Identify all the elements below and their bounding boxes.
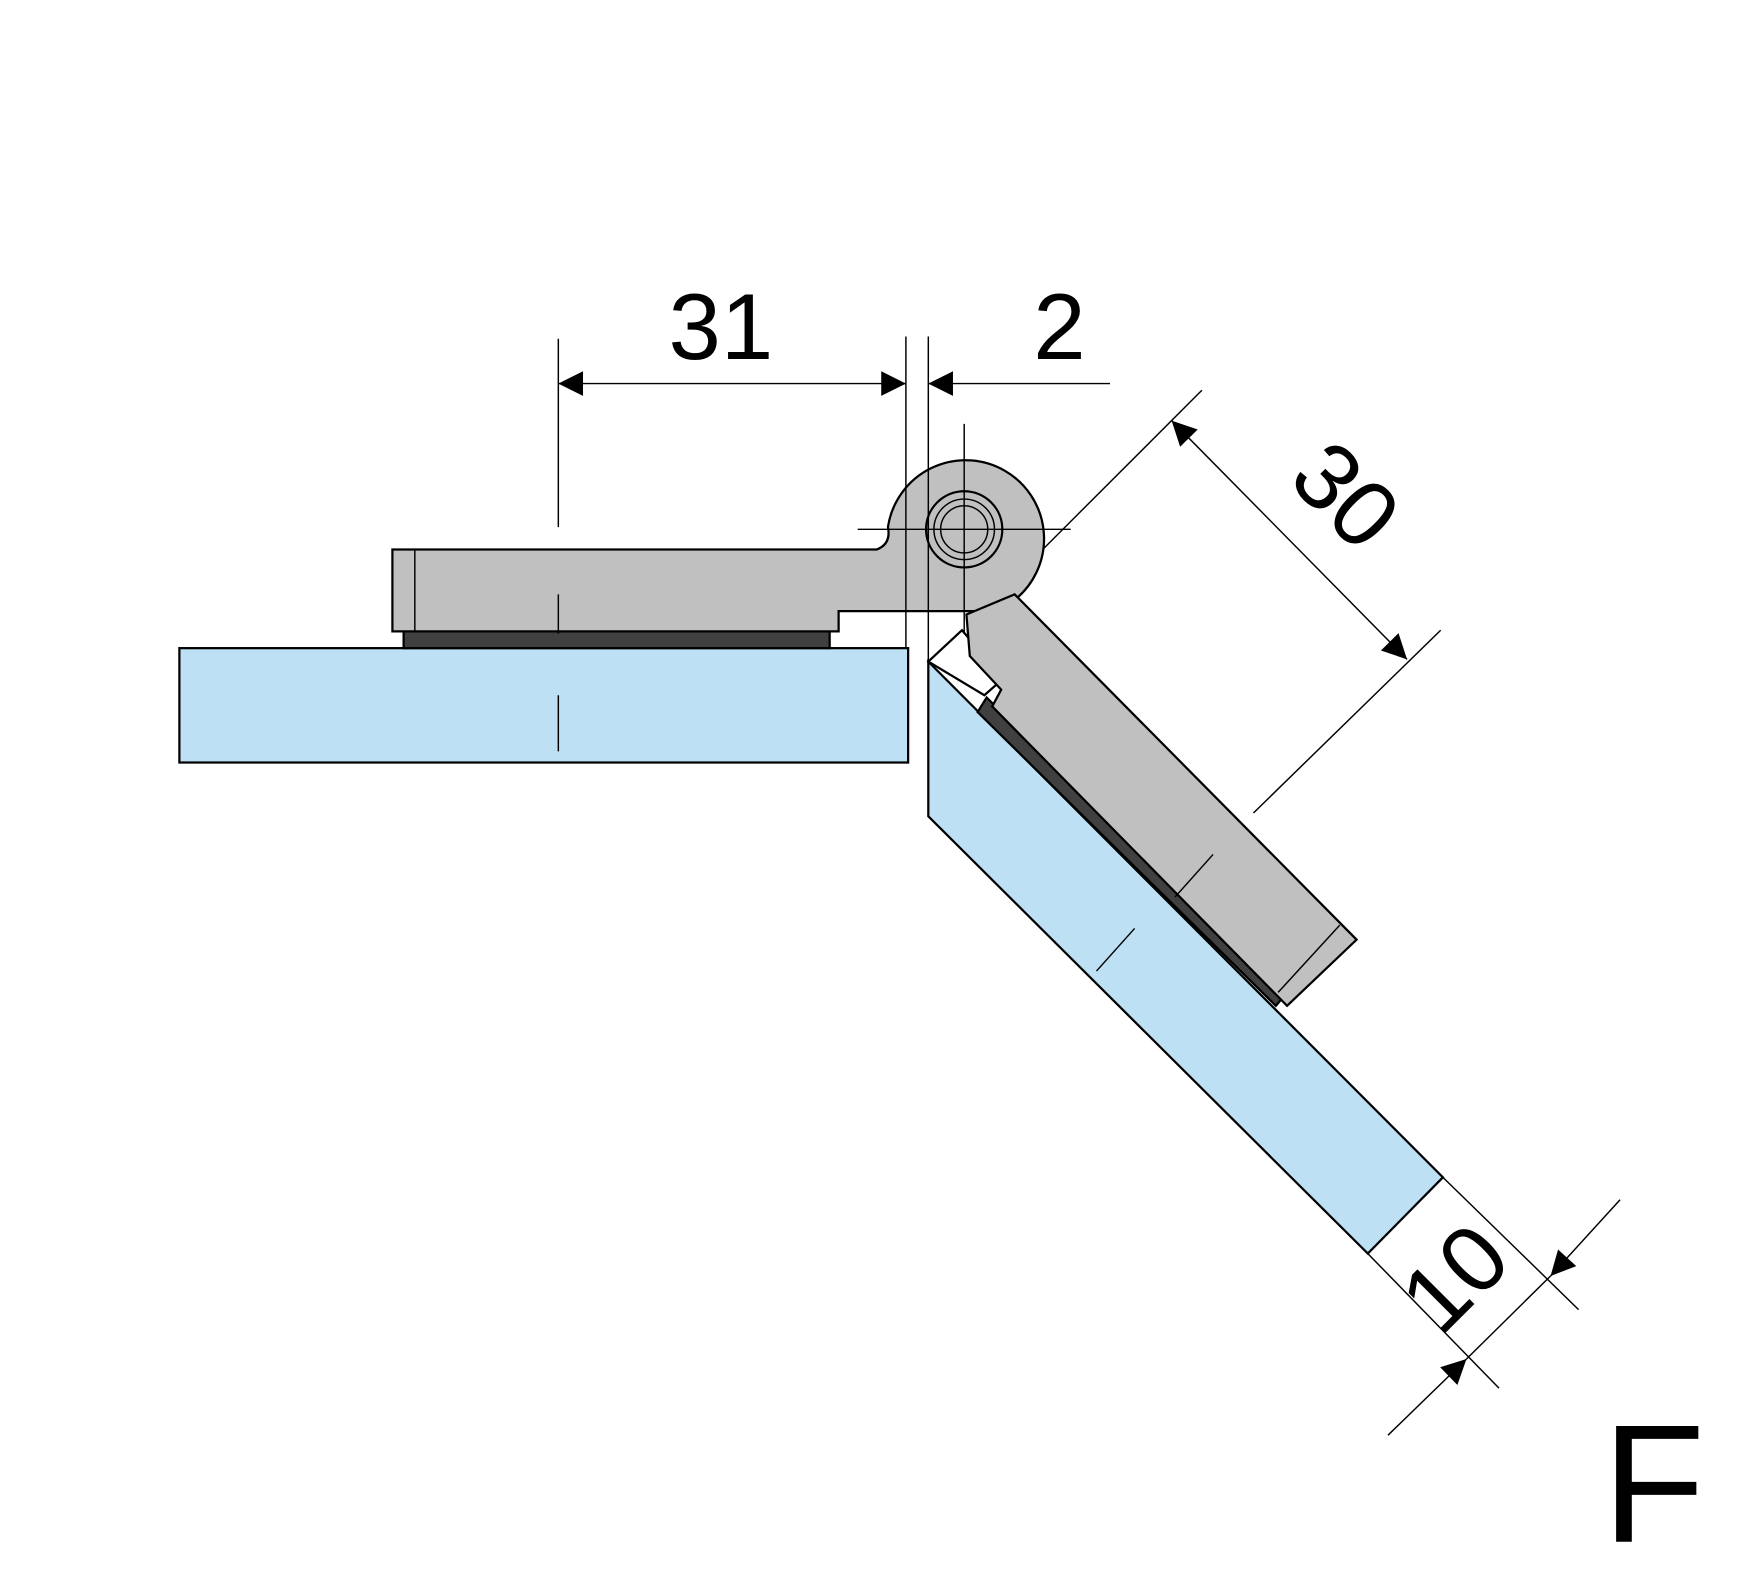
dimension-lines-top: [558, 336, 1110, 662]
fixed-gasket: [402, 630, 831, 650]
dimension-30: 30: [1272, 421, 1420, 569]
center-lines: [557, 338, 1214, 972]
dimension-31: 31: [669, 274, 774, 379]
view-label: F: [1602, 1390, 1705, 1571]
fixed-hinge-plate: [391, 459, 1046, 633]
door-glass-panel: [927, 658, 1445, 1256]
door-plate-edge-line: [1277, 924, 1341, 993]
dimension-lines-30: [1042, 389, 1442, 814]
dimension-10: 10: [1381, 1204, 1529, 1352]
fixed-glass-panel: [178, 647, 910, 764]
dimension-2: 2: [1033, 274, 1085, 379]
dimension-lines-10: [1367, 1176, 1621, 1436]
door-hinge-plate: [965, 593, 1359, 1008]
